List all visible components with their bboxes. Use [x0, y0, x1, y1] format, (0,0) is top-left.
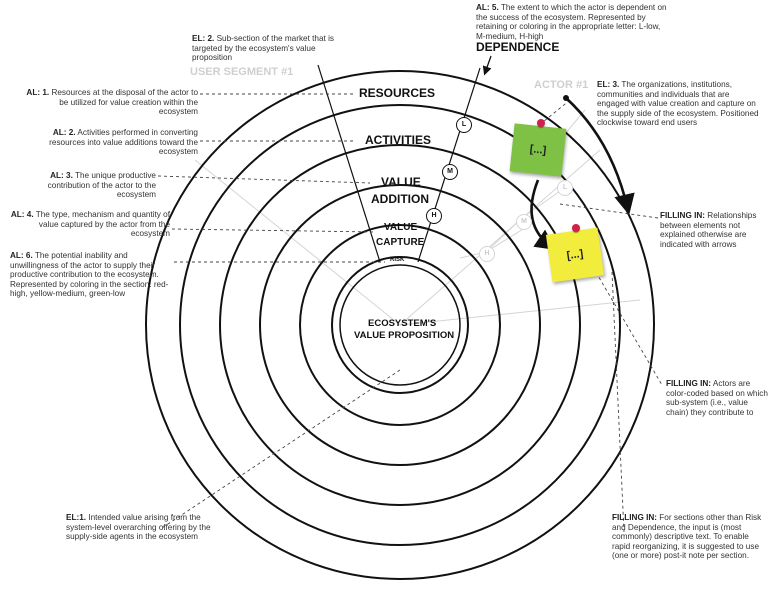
- risk-ring: [331, 256, 469, 394]
- green-post-it-note: [...]: [509, 123, 567, 177]
- value-proposition-line1: ECOSYSTEM'S: [368, 318, 437, 329]
- value-addition-label-line1: VALUE: [381, 175, 421, 189]
- faint-medium-marker: M: [516, 214, 532, 230]
- al3-annotation: AL: 3. The unique productive contributio…: [47, 171, 156, 200]
- dependence-arrow: [482, 55, 492, 76]
- al1-annotation: AL: 1. Resources at the disposal of the …: [26, 88, 198, 117]
- clockwise-arrow: [565, 97, 635, 216]
- el3-annotation: EL: 3. The organizations, institutions, …: [597, 80, 759, 128]
- resources-label: RESOURCES: [359, 86, 436, 100]
- actor-label: ACTOR #1: [534, 79, 589, 91]
- value-capture-label-line2: CAPTURE: [376, 237, 425, 248]
- el2-annotation: EL: 2. Sub-section of the market that is…: [192, 34, 334, 63]
- el1-annotation: EL:1. Intended value arising from the sy…: [66, 513, 211, 542]
- al2-annotation: AL: 2. Activities performed in convertin…: [49, 128, 198, 157]
- activities-label: ACTIVITIES: [365, 133, 432, 147]
- al5-annotation: AL: 5. The extent to which the actor is …: [476, 3, 667, 41]
- faint-high-marker: H: [479, 246, 495, 262]
- value-addition-ring: [259, 184, 541, 466]
- dependence-high-marker: H: [426, 208, 442, 224]
- value-addition-label-line2: ADDITION: [371, 192, 429, 206]
- green-note-pin-icon: [537, 119, 545, 127]
- al6-annotation: AL: 6. The potential inability and unwil…: [10, 251, 169, 299]
- risk-label: RISK: [390, 257, 405, 263]
- resources-ring: [179, 104, 621, 546]
- dependence-medium-marker: M: [442, 164, 458, 180]
- dependence-heading: DEPENDENCE: [476, 40, 560, 54]
- concentric-rings: [145, 70, 655, 580]
- user-segment-label: USER SEGMENT #1: [190, 66, 294, 78]
- filling-in-postit-annotation: FILLING IN: For sections other than Risk…: [612, 513, 762, 561]
- faint-low-marker: L: [557, 180, 573, 196]
- outer-ring: [145, 70, 655, 580]
- value-capture-label-line1: VALUE: [384, 222, 418, 233]
- clockwise-arrow-tail: [563, 95, 569, 101]
- al4-annotation: AL: 4. The type, mechanism and quantity …: [10, 210, 170, 239]
- value-capture-ring: [299, 224, 501, 426]
- yellow-post-it-note: [...]: [545, 227, 605, 283]
- filling-in-colors-annotation: FILLING IN: Actors are color-coded based…: [666, 379, 768, 417]
- value-proposition-inner-ring: [339, 264, 461, 386]
- dependence-low-marker: L: [456, 117, 472, 133]
- leader-lines: [157, 93, 663, 533]
- value-proposition-line2: VALUE PROPOSITION: [354, 330, 455, 341]
- activities-ring: [219, 144, 581, 506]
- yellow-note-pin-icon: [572, 224, 580, 232]
- filling-in-arrows-annotation: FILLING IN: Relationships between elemen…: [660, 211, 757, 249]
